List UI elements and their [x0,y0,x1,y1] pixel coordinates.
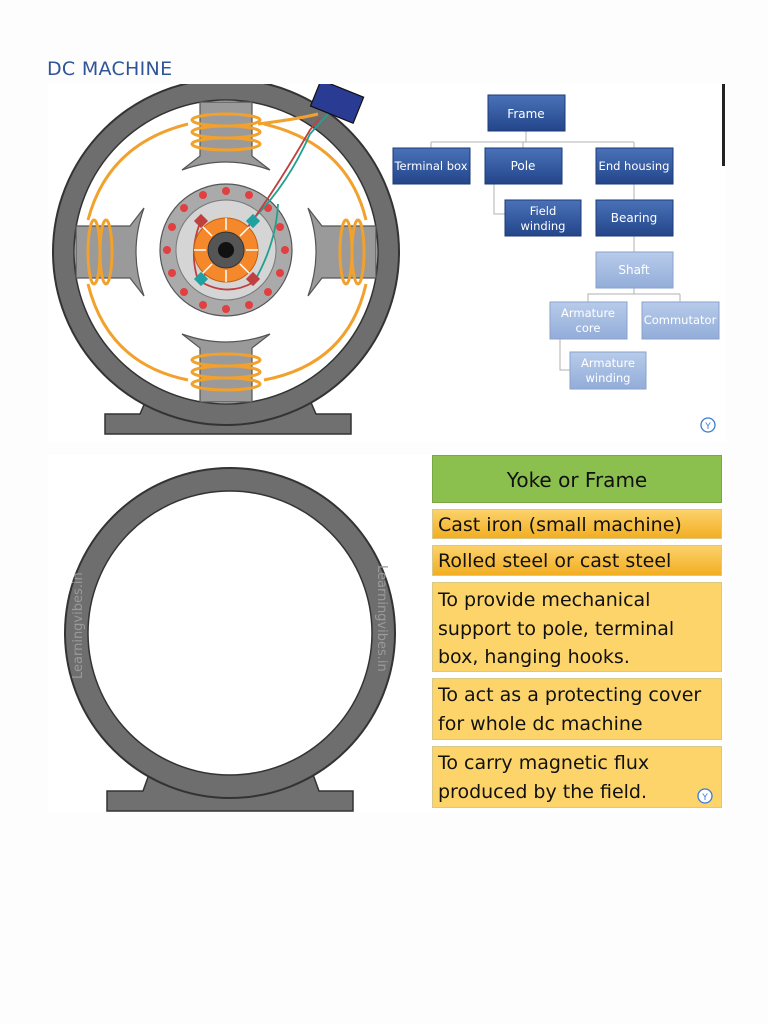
hierarchy-box-frame: Frame [487,94,566,132]
hierarchy-box-field-winding: Field winding [504,199,582,237]
svg-text:winding: winding [586,371,631,385]
field-winding [86,112,368,392]
hierarchy-connectors [430,131,681,371]
yoke-frame-figure: Learningvibes.in Learningvibes.in Yoke o… [48,455,724,812]
svg-text:Bearing: Bearing [611,211,657,225]
svg-text:Frame: Frame [507,107,544,121]
scrollbar[interactable] [722,84,725,166]
svg-text:core: core [576,321,601,335]
svg-text:Field: Field [530,204,557,218]
page-title: DC MACHINE [47,58,173,80]
svg-text:Armature: Armature [561,306,615,320]
watermark-right: Learningvibes.in [374,565,389,672]
material-rolled-steel: Rolled steel or cast steel [432,545,722,576]
watermark-left: Learningvibes.in [71,572,86,679]
terminal-box [309,79,365,125]
hierarchy-box-pole: Pole [484,147,563,185]
svg-text:Y: Y [704,422,711,432]
svg-text:winding: winding [521,219,566,233]
svg-text:Commutator: Commutator [644,313,717,327]
material-cast-iron: Cast iron (small machine) [432,509,722,539]
armature-slots [163,187,289,313]
yoke-heading: Yoke or Frame [432,455,722,503]
hierarchy-box-armature-core: Armature core [549,301,628,340]
hierarchy-box-commutator: Commutator [641,301,720,340]
function-mechanical-support: To provide mechanical support to pole, t… [432,582,722,672]
hierarchy-box-terminal-box: Terminal box [392,147,471,185]
hierarchy-box-end-housing: End housing [595,147,674,185]
logo-icon: Y [697,788,713,804]
logo-icon: Y [700,417,716,433]
svg-text:Shaft: Shaft [618,263,650,277]
svg-text:End housing: End housing [599,159,670,173]
svg-text:Y: Y [701,793,708,803]
function-protecting-cover: To act as a protecting cover for whole d… [432,678,722,740]
dc-machine-parts-figure: Frame Terminal box Pole End housing Fiel… [48,78,726,442]
function-carry-flux: To carry magnetic flux produced by the f… [432,746,722,808]
hierarchy-box-armature-winding: Armature winding [569,351,647,390]
hierarchy-box-shaft: Shaft [595,251,674,289]
svg-text:Armature: Armature [581,356,635,370]
yoke-diagram: Learningvibes.in Learningvibes.in [64,467,396,812]
hierarchy-box-bearing: Bearing [595,199,674,237]
svg-text:Terminal box: Terminal box [393,159,467,173]
field-poles [75,101,377,403]
dc-machine-cross-section: Frame Terminal box Pole End housing Fiel… [52,78,725,435]
svg-text:Pole: Pole [511,159,536,173]
